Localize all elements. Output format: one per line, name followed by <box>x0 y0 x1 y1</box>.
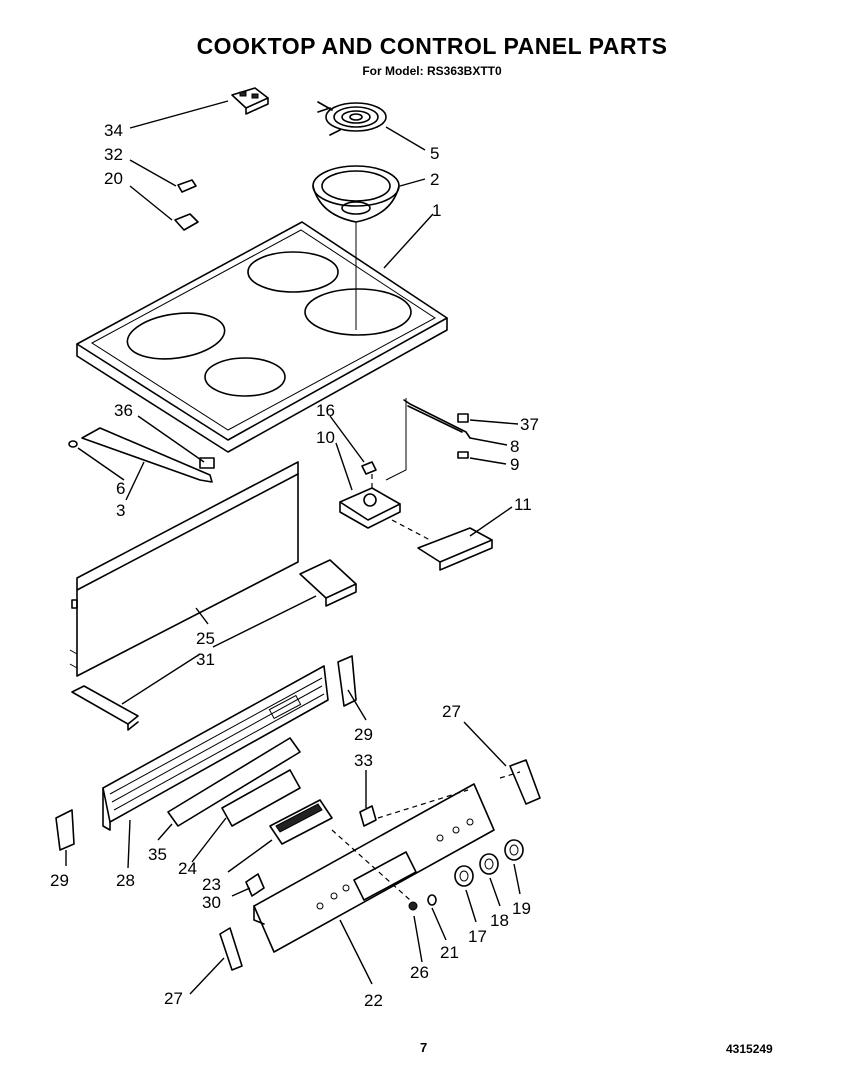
display-bracket <box>167 737 301 827</box>
callout-21: 21 <box>440 943 459 962</box>
callout-19: 19 <box>512 899 531 918</box>
page-number: 7 <box>420 1040 428 1055</box>
knob-19 <box>504 839 524 861</box>
end-cap-27-right <box>509 759 541 805</box>
callout-33: 33 <box>354 751 373 770</box>
callout-11: 11 <box>514 495 532 514</box>
infinite-switch-assembly <box>339 398 493 571</box>
callout-30: 30 <box>202 893 221 912</box>
callout-37: 37 <box>520 415 539 434</box>
callout-27-left: 27 <box>164 989 183 1008</box>
clip-32 <box>177 179 197 193</box>
callout-20: 20 <box>104 169 123 188</box>
callout-22: 22 <box>364 991 383 1010</box>
callout-36: 36 <box>114 401 133 420</box>
callout-6: 6 <box>116 479 125 498</box>
button-21 <box>427 894 437 906</box>
callout-8: 8 <box>510 437 519 456</box>
document-number: 4315249 <box>726 1042 773 1056</box>
page-title: COOKTOP AND CONTROL PANEL PARTS <box>196 33 668 59</box>
callout-32: 32 <box>104 145 123 164</box>
rear-panel <box>69 461 299 677</box>
knob-17 <box>454 865 474 887</box>
callout-26: 26 <box>410 963 429 982</box>
callout-29-lower: 29 <box>50 871 69 890</box>
model-subtitle: For Model: RS363BXTT0 <box>362 64 502 78</box>
callout-3: 3 <box>116 501 125 520</box>
display-board <box>269 799 333 845</box>
callout-10: 10 <box>316 428 335 447</box>
clip-33 <box>359 805 377 827</box>
control-panel <box>253 783 495 953</box>
callout-23: 23 <box>202 875 221 894</box>
leader-lines <box>65 100 521 995</box>
callout-31: 31 <box>196 650 215 669</box>
callout-35: 35 <box>148 845 167 864</box>
bracket-31-upper <box>299 559 357 607</box>
callout-18: 18 <box>490 911 509 930</box>
cooktop-panel <box>76 221 448 453</box>
bracket-31-lower <box>71 685 139 731</box>
callout-28: 28 <box>116 871 135 890</box>
knob-18 <box>479 853 499 875</box>
surface-element <box>317 101 387 136</box>
drip-pan <box>312 165 400 330</box>
display-housing <box>221 769 301 827</box>
clip-20 <box>174 213 199 231</box>
end-cap-27-left <box>219 927 243 971</box>
end-bracket-29-lower <box>55 809 75 851</box>
callout-27-right: 27 <box>442 702 461 721</box>
control-housing <box>102 665 329 831</box>
callout-2: 2 <box>430 170 439 189</box>
callout-17: 17 <box>468 927 487 946</box>
callout-34: 34 <box>104 121 123 140</box>
callout-25: 25 <box>196 629 215 648</box>
callout-9: 9 <box>510 455 519 474</box>
callout-5: 5 <box>430 144 439 163</box>
callout-1: 1 <box>432 201 441 220</box>
end-bracket-29-upper <box>337 655 357 707</box>
clip-30 <box>245 873 265 897</box>
callout-16: 16 <box>316 401 335 420</box>
callout-24: 24 <box>178 859 197 878</box>
callout-labels: 34 32 20 5 2 1 36 6 3 16 10 37 8 9 11 25… <box>50 121 539 1010</box>
cooktop-rod <box>68 427 215 483</box>
terminal-block <box>231 87 269 115</box>
button-26 <box>408 901 418 911</box>
callout-29-upper: 29 <box>354 725 373 744</box>
